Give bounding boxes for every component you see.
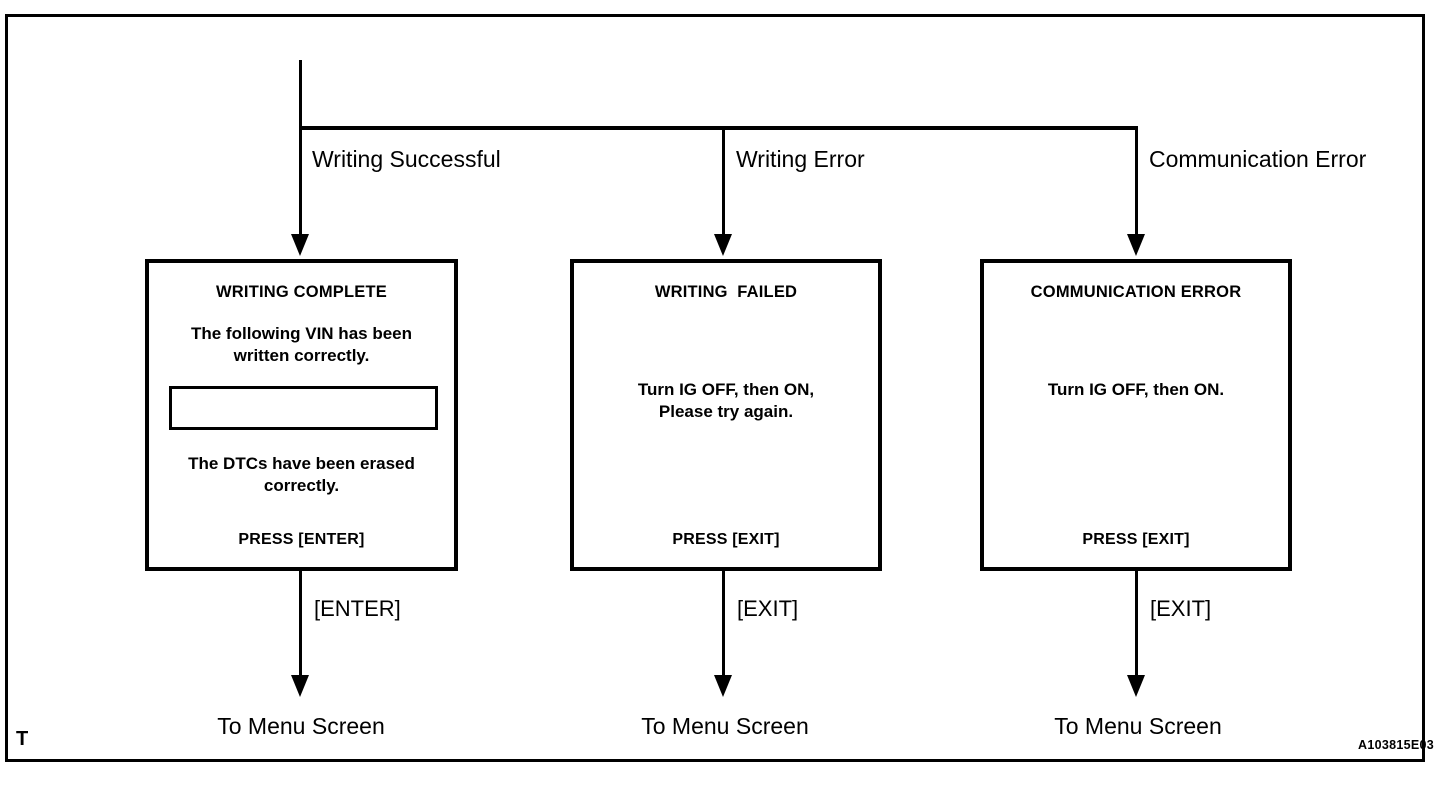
screen-2-footer: PRESS [EXIT] (672, 531, 780, 548)
screen-communication-error: COMMUNICATION ERROR Turn IG OFF, then ON… (980, 259, 1292, 571)
diagram-outer-frame (5, 14, 1425, 762)
screen-writing-complete: WRITING COMPLETE The following VIN has b… (145, 259, 458, 571)
screen-1-body-top: The following VIN has been written corre… (157, 323, 446, 368)
screen-2-body-line-2: Please try again. (658, 402, 794, 422)
branch-2-arrowhead (714, 234, 732, 256)
branch-1-exit-arrowhead (291, 675, 309, 697)
branch-bus-line (299, 126, 1138, 130)
screen-3-footer: PRESS [EXIT] (1082, 531, 1190, 548)
branch-3-exit-arrowhead (1127, 675, 1145, 697)
branch-3-label: Communication Error (1149, 146, 1367, 172)
screen-1-footer: PRESS [ENTER] (238, 531, 365, 548)
screen-1-title: WRITING COMPLETE (216, 283, 387, 301)
branch-3-destination-label: To Menu Screen (1054, 713, 1222, 739)
screen-1-body-2-line-2: correctly. (263, 476, 340, 496)
branch-2-label: Writing Error (736, 146, 865, 172)
branch-1-key-label: [ENTER] (314, 596, 401, 621)
entry-stem-line (299, 60, 302, 130)
screen-1-body-bottom: The DTCs have been erased correctly. (157, 453, 446, 498)
screen-1-body-line-2: written correctly. (233, 346, 370, 366)
screen-1-body-line-1: The following VIN has been (190, 324, 413, 343)
branch-3-arrowhead (1127, 234, 1145, 256)
branch-1-label: Writing Successful (312, 146, 501, 172)
branch-2-key-label: [EXIT] (737, 596, 799, 621)
screen-3-body-line-1: Turn IG OFF, then ON. (1047, 380, 1225, 399)
screen-3-title: COMMUNICATION ERROR (1030, 283, 1242, 301)
corner-mark: T (16, 728, 29, 750)
branch-3-key-label: [EXIT] (1150, 596, 1212, 621)
branch-3-drop-line (1135, 126, 1138, 238)
screen-2-title: WRITING FAILED (654, 283, 798, 301)
branch-1-destination-label: To Menu Screen (217, 713, 385, 739)
branch-2-drop-line (722, 126, 725, 238)
branch-2-destination-label: To Menu Screen (641, 713, 809, 739)
branch-2-exit-line (722, 571, 725, 679)
screen-3-body: Turn IG OFF, then ON. (992, 379, 1280, 401)
branch-2-exit-arrowhead (714, 675, 732, 697)
vin-input-field[interactable] (169, 386, 438, 430)
branch-1-exit-line (299, 571, 302, 679)
branch-3-exit-line (1135, 571, 1138, 679)
figure-id-code: A103815E03 (1358, 738, 1434, 752)
branch-1-drop-line (299, 126, 302, 238)
screen-2-body-line-1: Turn IG OFF, then ON, (637, 380, 815, 399)
branch-1-arrowhead (291, 234, 309, 256)
screen-2-body: Turn IG OFF, then ON, Please try again. (582, 379, 870, 424)
screen-1-body-2-line-1: The DTCs have been erased (188, 454, 415, 473)
screen-writing-failed: WRITING FAILED Turn IG OFF, then ON, Ple… (570, 259, 882, 571)
